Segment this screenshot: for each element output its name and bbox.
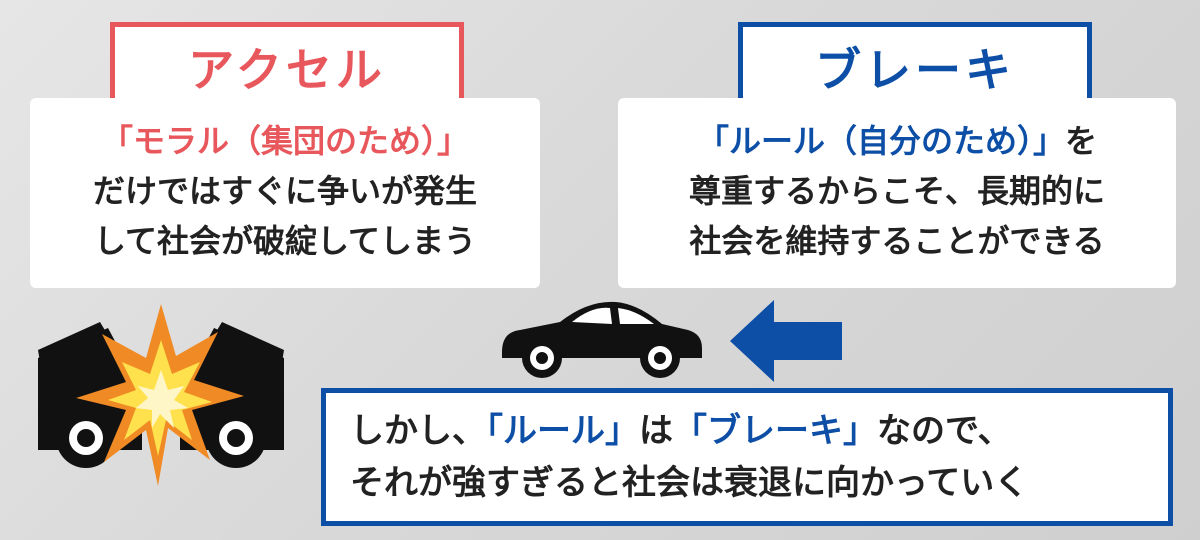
conclusion-line-2: それが強すぎると社会は衰退に向かっていく [350, 463, 1029, 503]
left-arrow-icon [730, 300, 842, 382]
conclusion-suffix: なので、 [877, 411, 1012, 451]
brake-line-2: 尊重するからこそ、長期的に [688, 172, 1105, 210]
car-crash-icon [38, 304, 284, 486]
brake-line-3: 社会を維持することができる [689, 222, 1105, 260]
explosion-icon [76, 304, 244, 486]
conclusion-rule: 「ルール」 [486, 411, 639, 451]
conclusion-mid: は [639, 411, 673, 451]
conclusion-prefix: しかし、 [350, 411, 486, 451]
conclusion-line-1: しかし、「ルール」は「ブレーキ」なので、 [350, 405, 1168, 457]
conclusion-brake: 「ブレーキ」 [673, 411, 877, 451]
brake-line-1: 「ルール（自分のため）」を [618, 116, 1176, 166]
brake-highlight: 「ルール（自分のため）」 [696, 122, 1065, 160]
accelerator-title: アクセル [110, 22, 464, 112]
accelerator-line-2: して社会が破綻してしまう [93, 222, 477, 260]
brake-description: 「ルール（自分のため）」を 尊重するからこそ、長期的に 社会を維持することができ… [618, 98, 1176, 288]
accelerator-description: 「モラル（集団のため）」 だけではすぐに争いが発生 して社会が破綻してしまう [30, 98, 540, 288]
accelerator-line-1: だけではすぐに争いが発生 [92, 172, 477, 210]
conclusion-box: しかし、「ルール」は「ブレーキ」なので、 それが強すぎると社会は衰退に向かってい… [321, 388, 1173, 526]
accelerator-highlight: 「モラル（集団のため）」 [100, 122, 469, 160]
car-icon [502, 301, 702, 378]
brake-line-1-suffix: を [1065, 122, 1098, 160]
